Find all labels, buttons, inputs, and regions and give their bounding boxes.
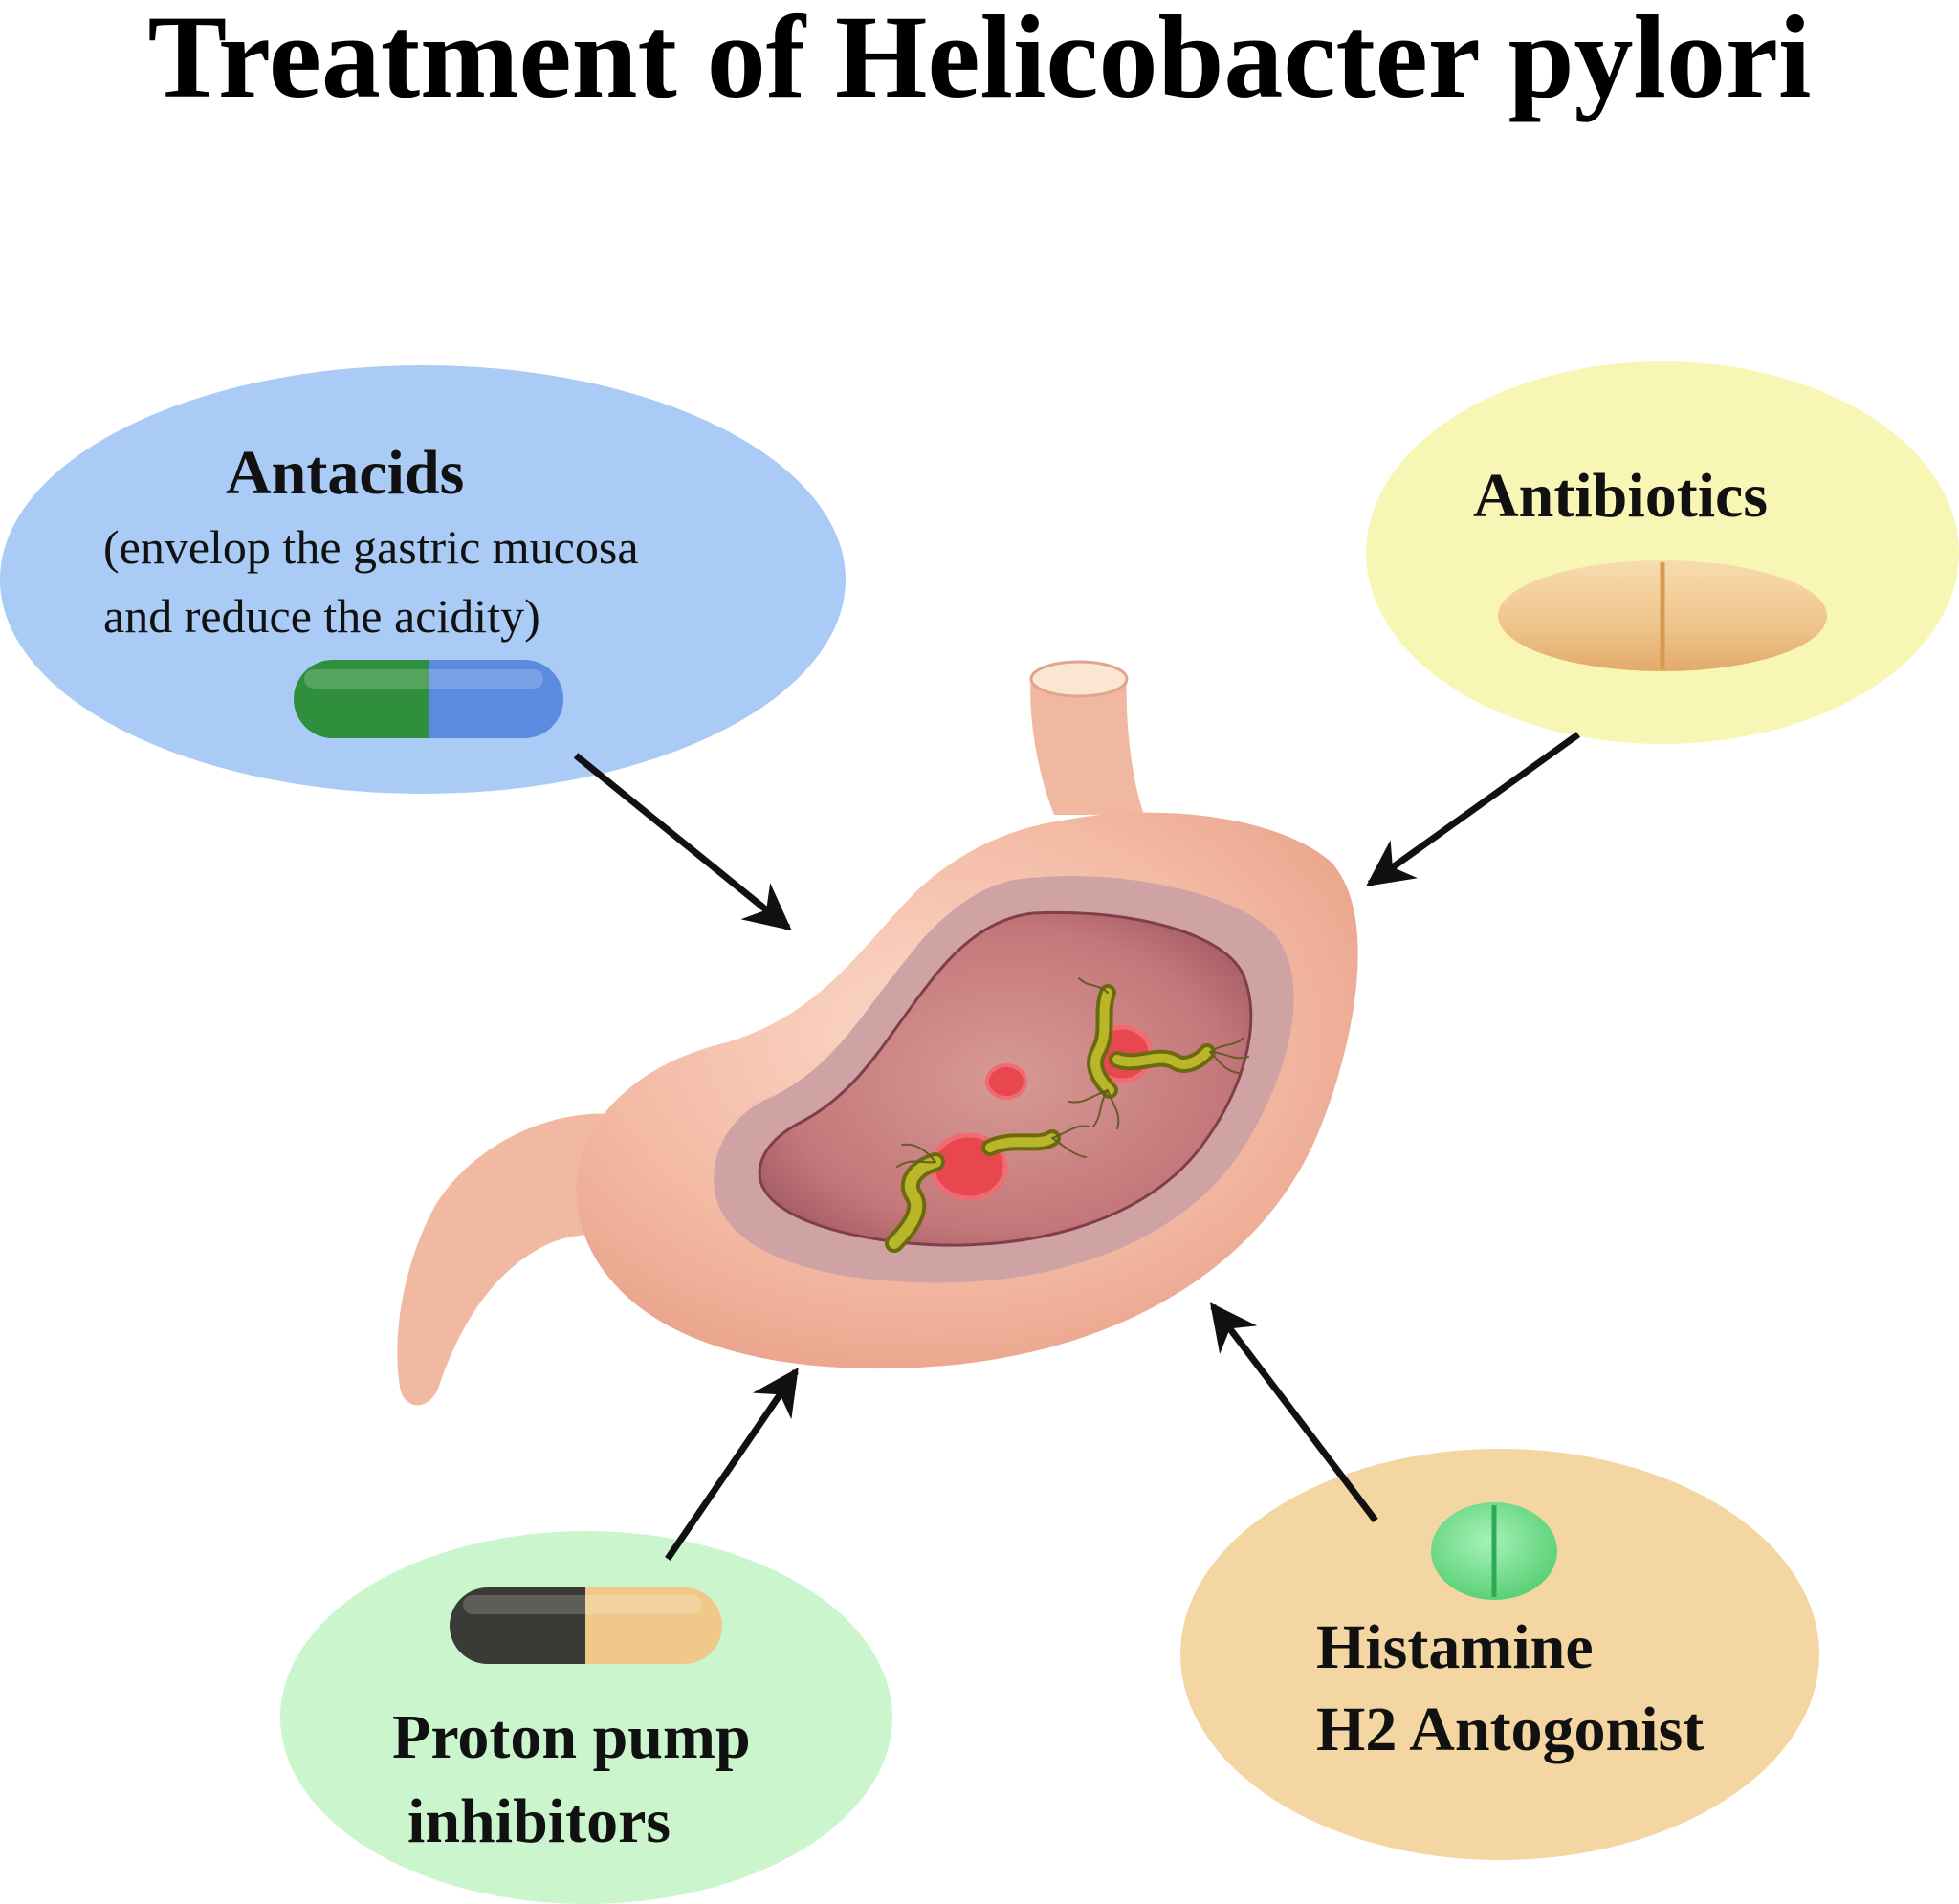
- diagram-title: Treatment of Helicobacter pylori: [147, 0, 1812, 122]
- ppi-label-line-1: Proton pump: [392, 1702, 751, 1772]
- ppi-label-line-2: inhibitors: [407, 1786, 671, 1856]
- h2-label-line-1: Histamine: [1316, 1612, 1594, 1682]
- antacids-description-line-1: (envelop the gastric mucosa: [103, 520, 639, 574]
- arrow-h2-to-stomach: [1210, 1302, 1378, 1523]
- antibiotics-tablet: [1498, 560, 1827, 671]
- ppi-capsule: [450, 1587, 722, 1664]
- stomach-illustration: [397, 660, 1358, 1406]
- arrow-antibiotics-to-stomach: [1366, 732, 1581, 886]
- antacids-label: Antacids: [226, 438, 465, 508]
- arrow-antacids-to-stomach: [573, 753, 792, 931]
- antibiotics-node: [1366, 361, 1959, 744]
- antacids-description-line-2: and reduce the acidity): [103, 589, 540, 643]
- h2-tablet: [1431, 1502, 1557, 1600]
- h2-node: [1180, 1449, 1819, 1860]
- arrow-ppi-to-stomach: [665, 1367, 799, 1561]
- h2-label-line-2: H2 Antogonist: [1316, 1695, 1705, 1764]
- antibiotics-label: Antibiotics: [1473, 461, 1769, 531]
- bacteria-illustration: [885, 977, 1249, 1253]
- antacids-node: [0, 365, 846, 794]
- ppi-node: [280, 1531, 892, 1904]
- antacids-capsule: [294, 660, 563, 738]
